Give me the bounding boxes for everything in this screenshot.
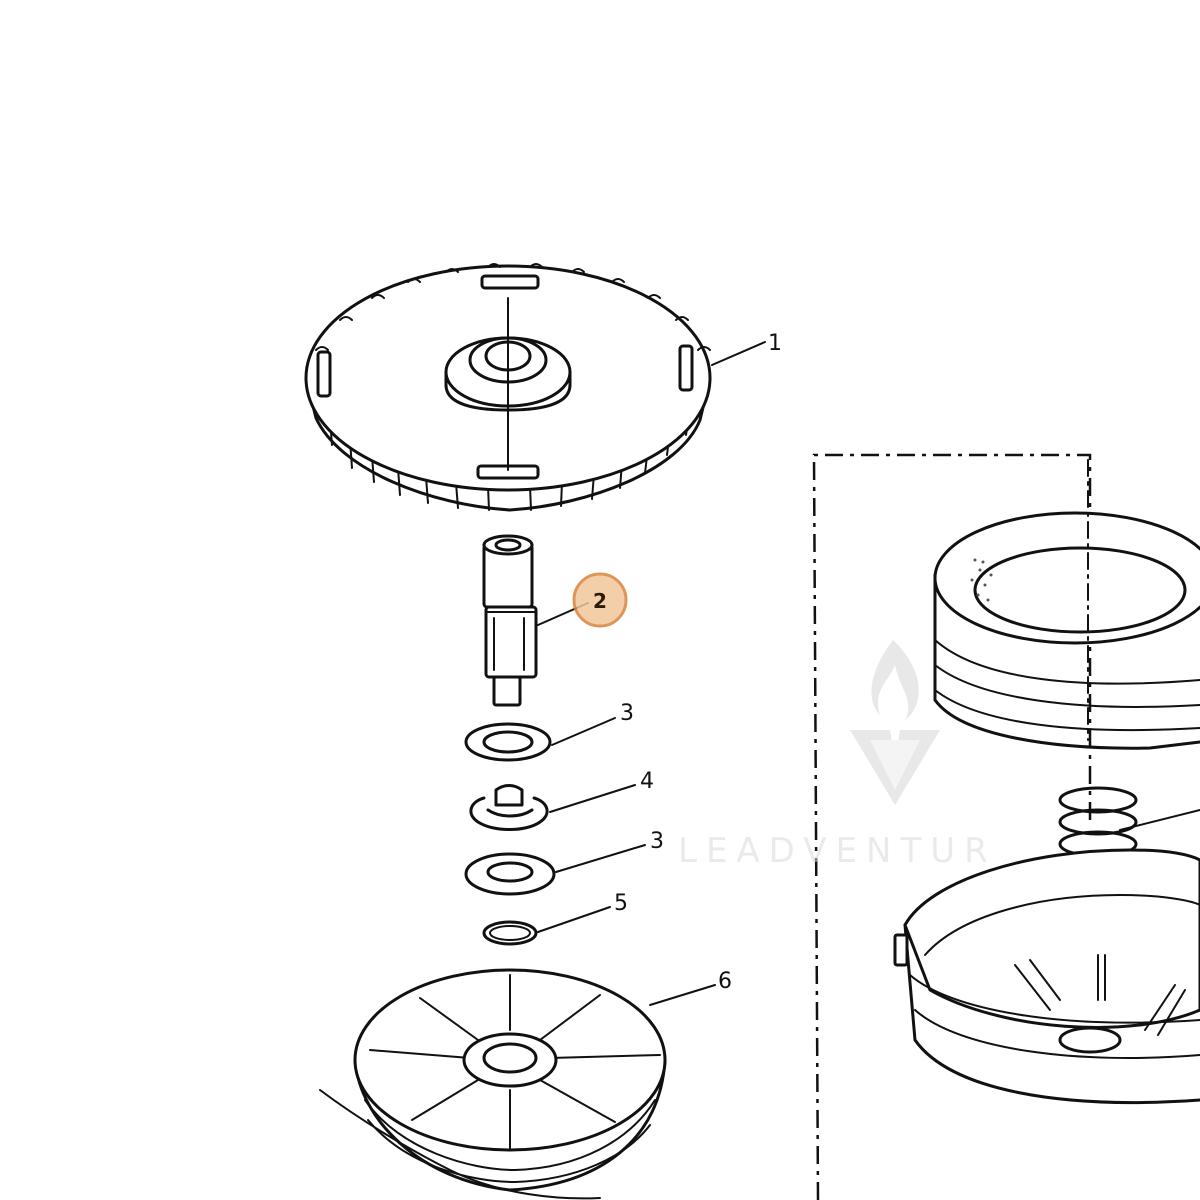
washer-lower-part <box>464 852 556 896</box>
watermark: LEADVENTUR <box>678 640 997 871</box>
shaft-part <box>482 534 538 707</box>
o-ring-part <box>482 920 538 946</box>
cap-ring-part <box>933 459 1200 750</box>
housing-part <box>893 848 1200 1104</box>
highlighted-callout-2[interactable]: 2 <box>572 572 628 628</box>
flame-logo-icon <box>850 640 940 805</box>
ratchet-wheel-part <box>304 263 712 512</box>
callout-number: 2 <box>593 589 607 613</box>
part-label-1: 1 <box>768 331 782 356</box>
part-label-3-upper: 3 <box>620 701 634 726</box>
washer-upper-part <box>464 722 552 762</box>
part-label-3-lower: 3 <box>650 829 664 854</box>
e-clip-part <box>469 784 549 831</box>
part-label-5: 5 <box>614 891 628 916</box>
part-label-6: 6 <box>718 969 732 994</box>
watermark-text: LEADVENTUR <box>678 831 997 871</box>
leader-lines <box>537 341 766 1006</box>
spool-part <box>319 968 667 1200</box>
part-label-4: 4 <box>640 769 654 794</box>
